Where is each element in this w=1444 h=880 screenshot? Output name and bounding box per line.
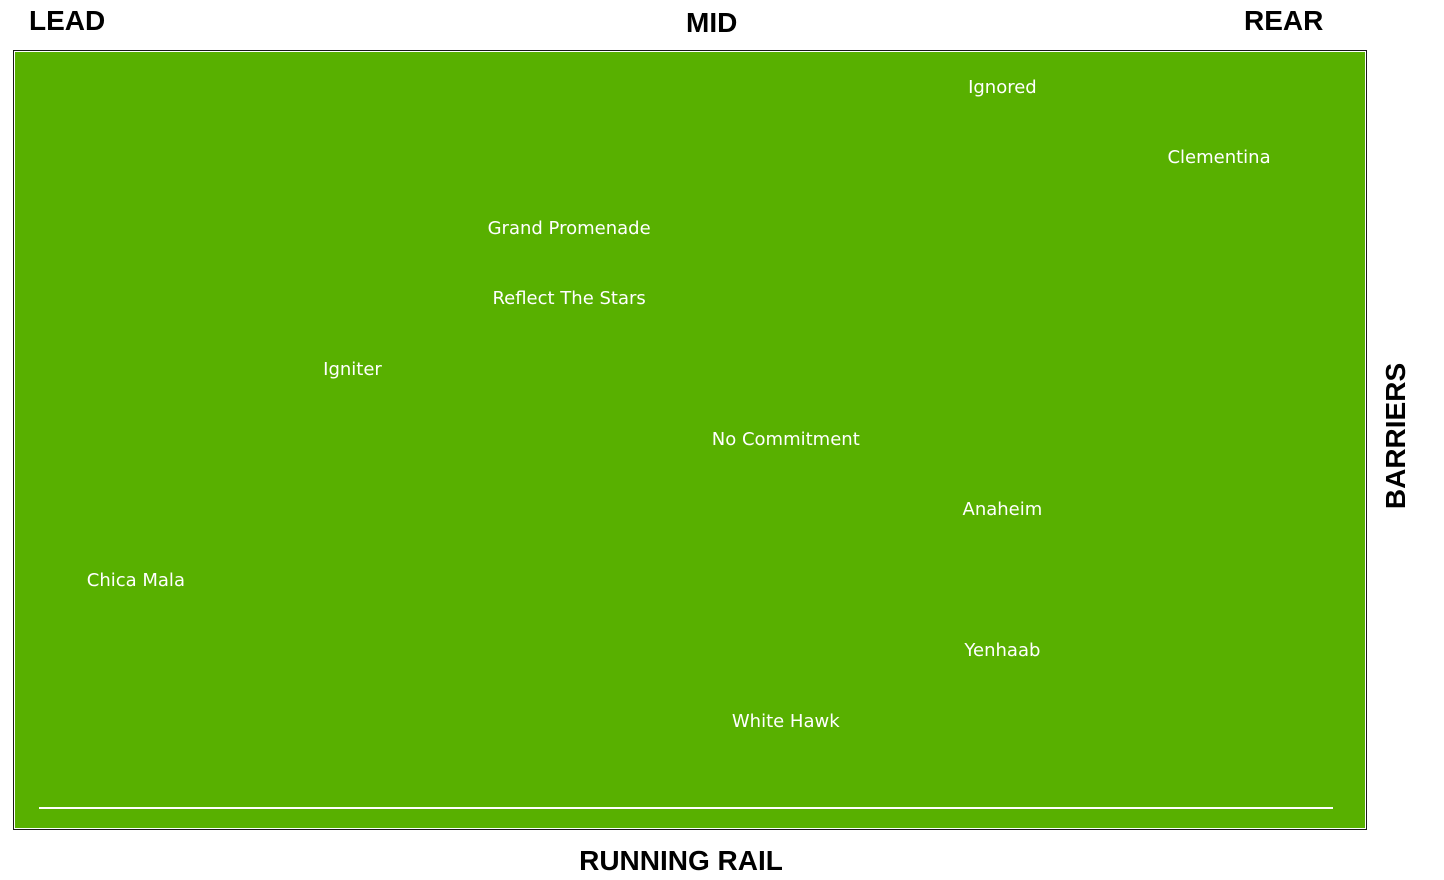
barriers-label: BARRIERS	[1380, 362, 1411, 510]
mid-label: MID	[686, 7, 738, 38]
horse-label: Reflect The Stars	[492, 288, 646, 310]
horse-label: No Commitment	[711, 429, 860, 450]
running-rail-label: RUNNING RAIL	[579, 845, 783, 876]
horse-label: Ignored	[968, 77, 1037, 98]
horse-label: Grand Promenade	[487, 217, 651, 239]
horse-label: Chica Mala	[86, 569, 185, 591]
horse-label: Yenhaab	[964, 640, 1041, 662]
horse-label: White Hawk	[731, 710, 840, 732]
lead-label: LEAD	[29, 5, 106, 36]
horse-label: Anaheim	[962, 499, 1043, 521]
running-rail-line	[39, 807, 1333, 809]
rear-label: REAR	[1244, 5, 1324, 36]
horse-label: Igniter	[323, 358, 382, 380]
horse-label: Clementina	[1167, 147, 1271, 169]
